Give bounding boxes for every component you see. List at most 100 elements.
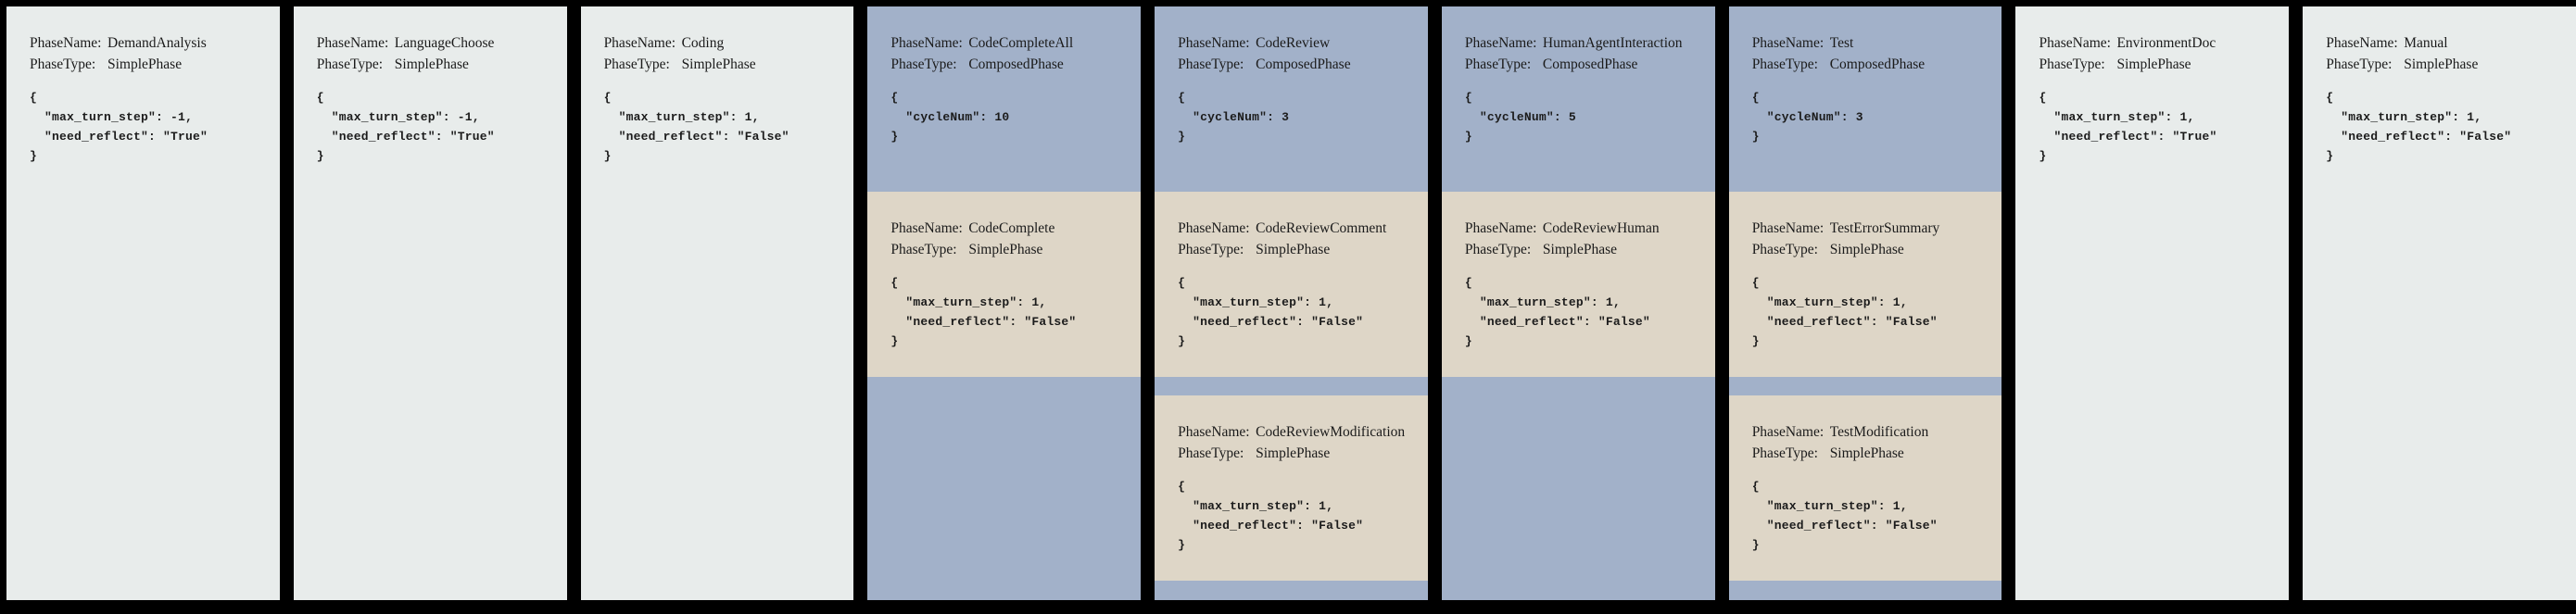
phase-name-value: HumanAgentInteraction — [1542, 35, 1683, 51]
phase-type-label: PhaseType: — [1178, 56, 1244, 72]
phase-name-line: PhaseName: CodeReviewComment — [1178, 218, 1421, 239]
phase-config-json: { "max_turn_step": 1, "need_reflect": "F… — [1464, 276, 1650, 348]
phase-config-json: { "max_turn_step": 1, "need_reflect": "F… — [603, 91, 789, 163]
phase-type-value: SimplePhase — [681, 56, 756, 72]
phase-type-line: PhaseType:SimplePhase — [1465, 239, 1708, 260]
phase-name-value: CodeReviewComment — [1256, 220, 1387, 236]
subphase-panel-TestErrorSummary: PhaseName:TestErrorSummary PhaseType: Sim… — [1728, 192, 2002, 377]
phase-name-line: PhaseName:TestModification — [1752, 421, 1995, 443]
phase-config-json: { "max_turn_step": 1, "need_reflect": "F… — [1751, 276, 1938, 348]
phase-name-line: PhaseName:Test — [1752, 32, 1995, 54]
phase-name-value: TestErrorSummary — [1829, 220, 1940, 236]
phase-type-value: ComposedPhase — [1829, 56, 1926, 72]
phase-type-line: PhaseType: SimplePhase — [2326, 54, 2569, 75]
phase-column-Manual: PhaseName: Manual PhaseType: SimplePhase {… — [2303, 6, 2576, 600]
subphase-gap — [1155, 377, 1428, 395]
phase-column-DemandAnalysis: PhaseName: DemandAnalysis PhaseType: Simpl… — [6, 6, 280, 600]
phase-type-value: SimplePhase — [1829, 242, 1904, 257]
phase-type-line: PhaseType:ComposedPhase — [1178, 54, 1421, 75]
subphase-panel-TestModification: PhaseName:TestModification PhaseType: Sim… — [1728, 395, 2002, 581]
phase-name-label: PhaseName: — [2039, 35, 2111, 51]
phase-type-value: SimplePhase — [968, 242, 1043, 257]
phase-name-value: LanguageChoose — [394, 35, 495, 51]
phase-name-label: PhaseName: — [2326, 35, 2398, 51]
phase-column-Coding: PhaseName:Coding PhaseType: SimplePhase {… — [580, 6, 854, 600]
phase-name-value: CodeReviewModification — [1256, 424, 1406, 440]
phase-name-label: PhaseName: — [603, 35, 676, 51]
phase-type-line: PhaseType: SimplePhase — [2039, 54, 2281, 75]
phase-name-line: PhaseName:CodeReviewHuman — [1465, 218, 1708, 239]
phase-type-label: PhaseType: — [1751, 445, 1818, 461]
phase-name-line: PhaseName: Manual — [2326, 32, 2569, 54]
phase-type-value: ComposedPhase — [1542, 56, 1638, 72]
phase-name-value: TestModification — [1829, 424, 1929, 440]
phase-name-label: PhaseName: — [1751, 424, 1825, 440]
phase-name-value: Test — [1829, 35, 1854, 51]
phase-name-value: EnvironmentDoc — [2116, 35, 2216, 51]
phase-header-Test: PhaseName:Test PhaseType: ComposedPhase {… — [1729, 6, 2002, 192]
phase-header-HumanAgentInteraction: PhaseName:HumanAgentInteraction PhaseTyp… — [1442, 6, 1715, 192]
phase-type-label: PhaseType: — [2326, 56, 2393, 72]
phase-type-label: PhaseType: — [1178, 445, 1244, 461]
phase-name-label: PhaseName: — [890, 220, 963, 236]
phase-config-json: { "max_turn_step": 1, "need_reflect": "F… — [890, 276, 1077, 348]
subphase-panel-CodeReviewModification: PhaseName:CodeReviewModification PhaseTy… — [1155, 395, 1428, 581]
phase-type-line: PhaseType:SimplePhase — [317, 54, 560, 75]
phase-type-label: PhaseType: — [603, 56, 670, 72]
phase-name-line: PhaseName:CodeReviewModification — [1178, 421, 1421, 443]
phase-type-value: SimplePhase — [394, 56, 469, 72]
phase-type-label: PhaseType: — [2039, 56, 2105, 72]
phase-type-label: PhaseType: — [1751, 56, 1818, 72]
phase-name-line: PhaseName: DemandAnalysis — [30, 32, 272, 54]
phase-type-line: PhaseType: SimplePhase — [1178, 443, 1421, 464]
phase-type-line: PhaseType: SimplePhase — [604, 54, 847, 75]
phase-config-json: { "max_turn_step": 1, "need_reflect": "T… — [2039, 91, 2217, 163]
phase-header-LanguageChoose: PhaseName:LanguageChoose PhaseType:Simpl… — [294, 6, 567, 192]
phase-config-json: { "max_turn_step": 1, "need_reflect": "F… — [1178, 480, 1364, 552]
phase-header-CodeReview: PhaseName: CodeReview PhaseType:ComposedP… — [1155, 6, 1428, 192]
phase-name-label: PhaseName: — [1751, 35, 1825, 51]
phase-config-json: { "max_turn_step": -1, "need_reflect": "… — [316, 91, 495, 163]
phase-config-json: { "max_turn_step": 1, "need_reflect": "F… — [1178, 276, 1364, 348]
phase-type-value: SimplePhase — [2116, 56, 2191, 72]
phase-type-line: PhaseType: ComposedPhase — [1752, 54, 1995, 75]
phase-name-line: PhaseName:LanguageChoose — [317, 32, 560, 54]
phase-name-value: CodeReview — [1256, 35, 1331, 51]
phase-name-value: Manual — [2404, 35, 2448, 51]
subphase-panel-CodeReviewComment: PhaseName: CodeReviewComment PhaseType:Si… — [1155, 192, 1428, 377]
phase-type-label: PhaseType: — [1464, 242, 1532, 257]
phase-name-line: PhaseName: CodeComplete — [890, 218, 1133, 239]
phase-config-json: { "cycleNum": 10 } — [890, 91, 1010, 144]
phase-type-value: SimplePhase — [2404, 56, 2479, 72]
phase-name-line: PhaseName:HumanAgentInteraction — [1465, 32, 1708, 54]
phase-column-HumanAgentInteraction: PhaseName:HumanAgentInteraction PhaseTyp… — [1441, 6, 1715, 600]
phase-type-value: SimplePhase — [1829, 445, 1904, 461]
phase-type-line: PhaseType: SimplePhase — [890, 239, 1133, 260]
phase-column-CodeCompleteAll: PhaseName:CodeCompleteAll PhaseType:Comp… — [867, 6, 1142, 600]
phase-type-value: SimplePhase — [107, 56, 183, 72]
phase-name-value: CodeComplete — [968, 220, 1055, 236]
phase-config-json: { "max_turn_step": 1, "need_reflect": "F… — [2326, 91, 2512, 163]
phase-column-EnvironmentDoc: PhaseName: EnvironmentDoc PhaseType: Simpl… — [2015, 6, 2290, 600]
phase-type-line: PhaseType: SimplePhase — [1752, 443, 1995, 464]
phase-name-line: PhaseName:Coding — [604, 32, 847, 54]
phase-type-label: PhaseType: — [30, 56, 96, 72]
phase-type-line: PhaseType:ComposedPhase — [1465, 54, 1708, 75]
phase-type-label: PhaseType: — [1751, 242, 1818, 257]
phase-type-line: PhaseType: SimplePhase — [30, 54, 272, 75]
phase-config-json: { "max_turn_step": 1, "need_reflect": "F… — [1751, 480, 1938, 552]
phase-name-value: DemandAnalysis — [107, 35, 207, 51]
phase-name-label: PhaseName: — [30, 35, 102, 51]
phase-name-label: PhaseName: — [1178, 220, 1250, 236]
phase-type-label: PhaseType: — [890, 56, 957, 72]
phase-type-line: PhaseType:SimplePhase — [1178, 239, 1421, 260]
phase-name-label: PhaseName: — [890, 35, 963, 51]
phase-type-label: PhaseType: — [890, 242, 957, 257]
phase-name-line: PhaseName:TestErrorSummary — [1752, 218, 1995, 239]
phase-type-value: SimplePhase — [1256, 445, 1331, 461]
phase-name-label: PhaseName: — [1178, 35, 1250, 51]
phase-header-DemandAnalysis: PhaseName: DemandAnalysis PhaseType: Simpl… — [6, 6, 280, 192]
phase-name-label: PhaseName: — [1464, 220, 1537, 236]
phase-config-json: { "cycleNum": 3 } — [1751, 91, 1863, 144]
